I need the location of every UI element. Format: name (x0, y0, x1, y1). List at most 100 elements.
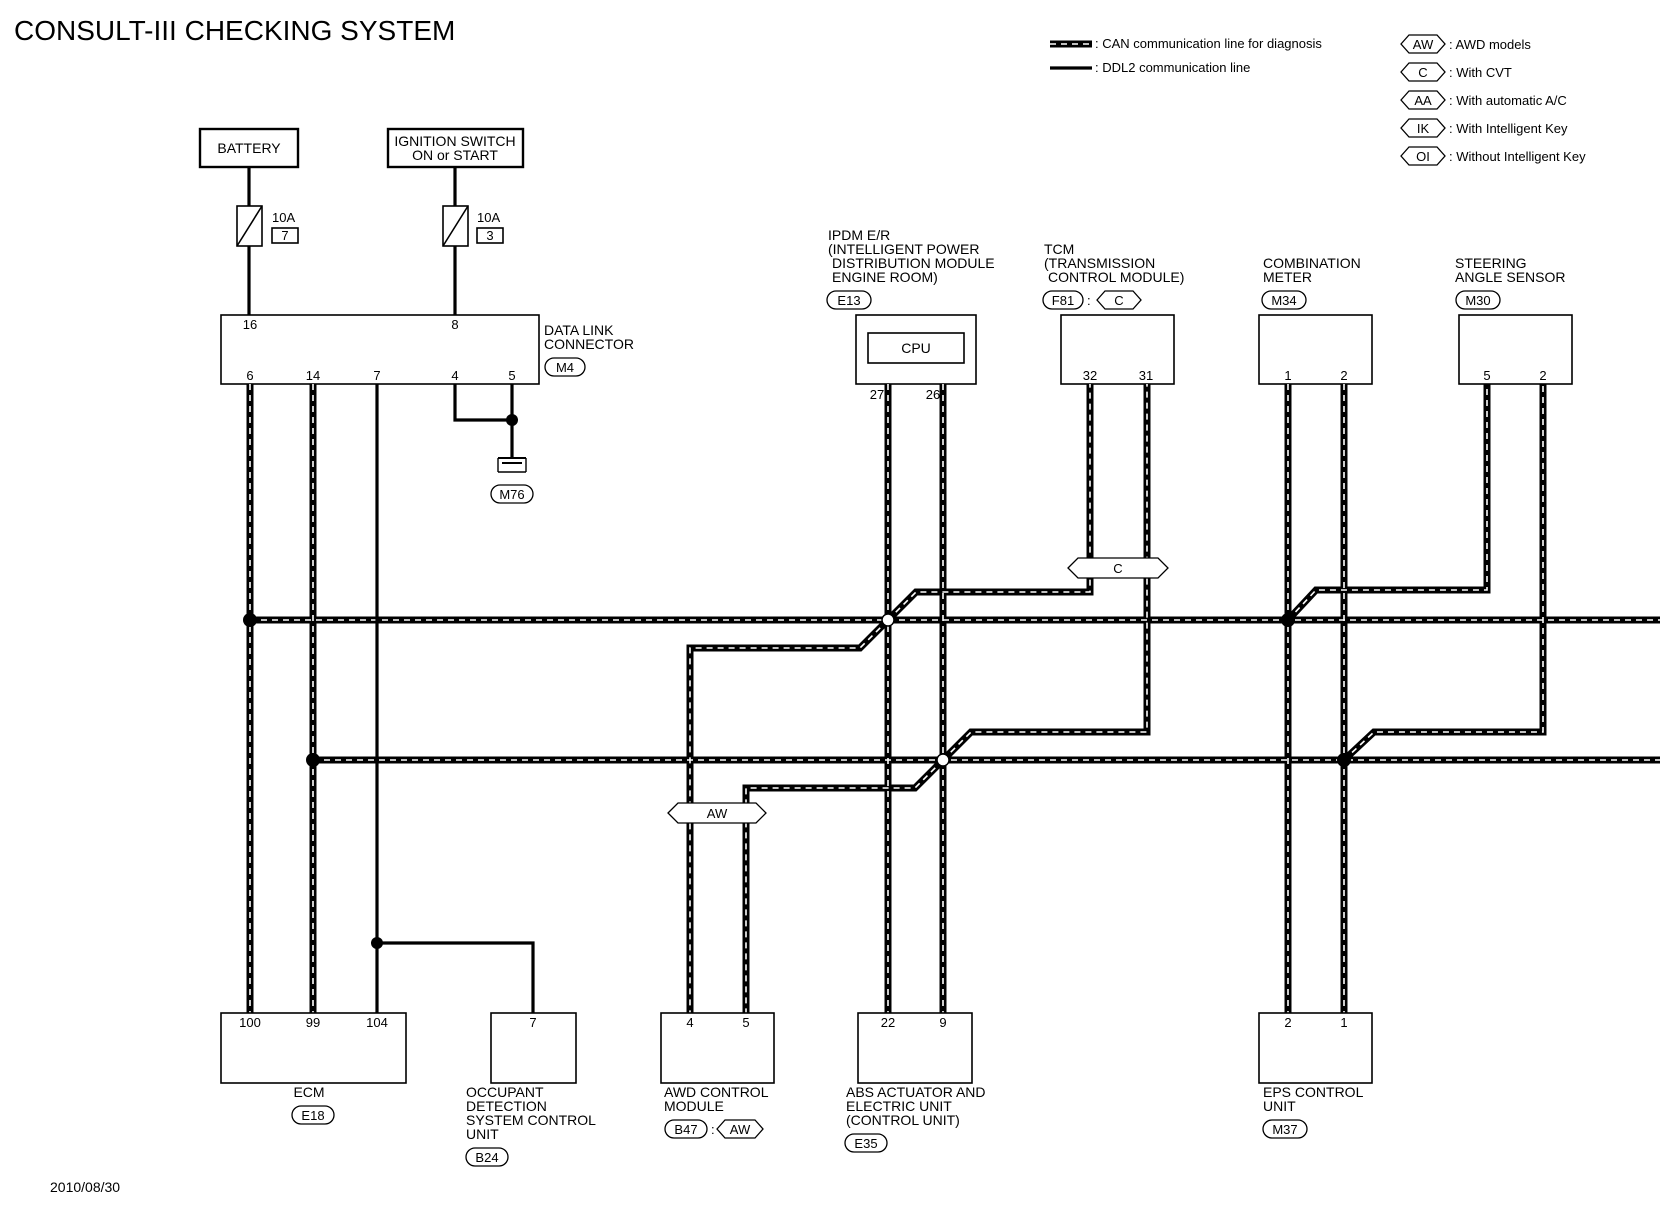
svg-text:22: 22 (881, 1015, 895, 1030)
svg-text:IGNITION SWITCH: IGNITION SWITCH (394, 133, 515, 149)
svg-text:: AWD models: : AWD models (1449, 37, 1531, 52)
svg-text:2: 2 (1340, 368, 1347, 383)
svg-text:DISTRIBUTION MODULE: DISTRIBUTION MODULE (832, 255, 995, 271)
svg-text:UNIT: UNIT (466, 1126, 499, 1142)
steering-angle-sensor: STEERING ANGLE SENSOR M30 5 2 (1455, 255, 1573, 385)
svg-text:CONNECTOR: CONNECTOR (544, 336, 634, 352)
svg-text:IK: IK (1417, 121, 1430, 136)
can-lines (243, 384, 1660, 1013)
ignition-switch-box: IGNITION SWITCH ON or START (386, 127, 525, 169)
svg-text:14: 14 (306, 368, 320, 383)
svg-text:AW: AW (730, 1122, 751, 1137)
svg-text:ANGLE SENSOR: ANGLE SENSOR (1455, 269, 1565, 285)
svg-text:BATTERY: BATTERY (217, 140, 281, 156)
svg-text:ABS ACTUATOR AND: ABS ACTUATOR AND (846, 1084, 986, 1100)
svg-text:E13: E13 (837, 293, 860, 308)
svg-text:6: 6 (246, 368, 253, 383)
svg-text:F81: F81 (1052, 293, 1074, 308)
svg-text:7: 7 (281, 228, 288, 243)
svg-text:M34: M34 (1271, 293, 1296, 308)
flag-aw: AW (667, 802, 767, 824)
svg-text:SYSTEM CONTROL: SYSTEM CONTROL (466, 1112, 596, 1128)
svg-text:C: C (1114, 293, 1123, 308)
svg-text:IPDM E/R: IPDM E/R (828, 227, 890, 243)
svg-text:AWD CONTROL: AWD CONTROL (664, 1084, 769, 1100)
svg-text:ECM: ECM (293, 1084, 324, 1100)
svg-text:5: 5 (1483, 368, 1490, 383)
svg-text:METER: METER (1263, 269, 1312, 285)
svg-text:C: C (1113, 561, 1122, 576)
svg-text:B47: B47 (674, 1122, 697, 1137)
eps-control-unit: 2 1 EPS CONTROL UNIT M37 (1258, 1012, 1373, 1139)
legend-symbol-aa: AA : With automatic A/C (1400, 90, 1567, 110)
svg-text:99: 99 (306, 1015, 320, 1030)
svg-text:AW: AW (1413, 37, 1434, 52)
svg-text:AW: AW (707, 806, 728, 821)
svg-text:(TRANSMISSION: (TRANSMISSION (1044, 255, 1155, 271)
svg-text:CPU: CPU (901, 340, 931, 356)
ddl2-line (371, 384, 535, 1013)
awd-control-module: 4 5 AWD CONTROL MODULE B47 : AW (660, 1012, 775, 1139)
date-stamp: 2010/08/30 (50, 1179, 120, 1195)
tcm: TCM (TRANSMISSION CONTROL MODULE) F81 : … (1042, 241, 1184, 385)
flag-c: C (1067, 557, 1169, 579)
svg-text:OCCUPANT: OCCUPANT (466, 1084, 544, 1100)
svg-text:OI: OI (1416, 149, 1430, 164)
svg-text:16: 16 (243, 317, 257, 332)
svg-text:(INTELLIGENT POWER: (INTELLIGENT POWER (828, 241, 979, 257)
svg-text:5: 5 (508, 368, 515, 383)
svg-text:27: 27 (870, 387, 884, 402)
legend-symbol-c: C : With CVT (1400, 62, 1512, 82)
ecm: 100 99 104 ECM E18 (220, 1012, 407, 1125)
battery-box: BATTERY (198, 127, 300, 169)
legend-can-text: : CAN communication line for diagnosis (1095, 36, 1322, 51)
svg-text:COMBINATION: COMBINATION (1263, 255, 1361, 271)
svg-text:4: 4 (451, 368, 458, 383)
svg-text:26: 26 (926, 387, 940, 402)
svg-text:31: 31 (1139, 368, 1153, 383)
svg-text:1: 1 (1340, 1015, 1347, 1030)
svg-text:7: 7 (373, 368, 380, 383)
svg-text:: With Intelligent Key: : With Intelligent Key (1449, 121, 1568, 136)
svg-text:8: 8 (451, 317, 458, 332)
svg-text:: With automatic A/C: : With automatic A/C (1449, 93, 1567, 108)
svg-text:DETECTION: DETECTION (466, 1098, 547, 1114)
svg-text:AA: AA (1414, 93, 1432, 108)
svg-text:DATA LINK: DATA LINK (544, 322, 614, 338)
svg-text:9: 9 (939, 1015, 946, 1030)
abs-actuator-unit: 22 9 ABS ACTUATOR AND ELECTRIC UNIT (CON… (844, 1012, 986, 1153)
svg-text:10A: 10A (477, 210, 500, 225)
legend-symbol-oi: OI : Without Intelligent Key (1400, 146, 1586, 166)
occupant-detection-unit: 7 OCCUPANT DETECTION SYSTEM CONTROL UNIT… (465, 1012, 596, 1167)
svg-text:4: 4 (686, 1015, 693, 1030)
legend-symbol-ik: IK : With Intelligent Key (1400, 118, 1568, 138)
svg-text:ON or START: ON or START (412, 147, 498, 163)
svg-text:M30: M30 (1465, 293, 1490, 308)
svg-text:32: 32 (1083, 368, 1097, 383)
svg-text::: : (711, 1122, 715, 1137)
svg-text:104: 104 (366, 1015, 388, 1030)
svg-text:ELECTRIC UNIT: ELECTRIC UNIT (846, 1098, 952, 1114)
svg-text:10A: 10A (272, 210, 295, 225)
diagram-title: CONSULT-III CHECKING SYSTEM (14, 15, 455, 46)
svg-text:7: 7 (529, 1015, 536, 1030)
fuse-3: 10A 3 (442, 205, 504, 247)
combination-meter: COMBINATION METER M34 1 2 (1258, 255, 1373, 385)
svg-text:: Without Intelligent Key: : Without Intelligent Key (1449, 149, 1586, 164)
svg-text:5: 5 (742, 1015, 749, 1030)
svg-text:CONTROL MODULE): CONTROL MODULE) (1048, 269, 1184, 285)
svg-text:E18: E18 (301, 1108, 324, 1123)
svg-text:: With CVT: : With CVT (1449, 65, 1512, 80)
svg-text:M37: M37 (1272, 1122, 1297, 1137)
svg-text:1: 1 (1284, 368, 1291, 383)
svg-text:M4: M4 (556, 360, 574, 375)
svg-text:M76: M76 (499, 487, 524, 502)
svg-text:B24: B24 (475, 1150, 498, 1165)
svg-text::: : (1087, 293, 1091, 308)
svg-text:UNIT: UNIT (1263, 1098, 1296, 1114)
svg-text:100: 100 (239, 1015, 261, 1030)
legend-symbol-aw: AW : AWD models (1400, 34, 1531, 54)
legend-ddl2-text: : DDL2 communication line (1095, 60, 1250, 75)
fuse-7: 10A 7 (236, 205, 299, 247)
